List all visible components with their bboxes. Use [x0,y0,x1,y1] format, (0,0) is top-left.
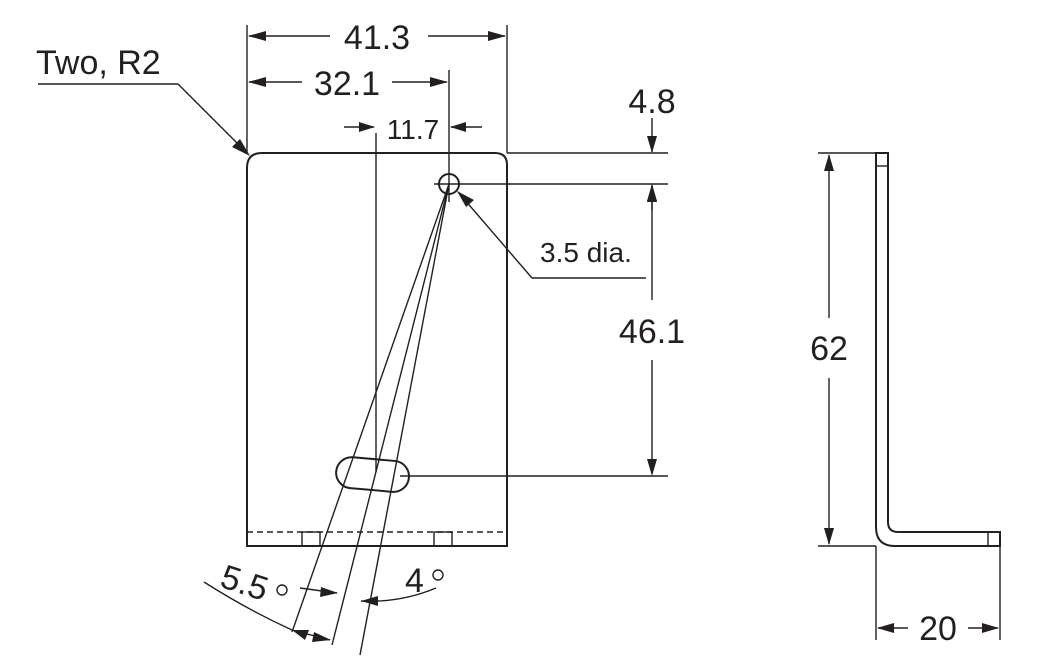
dimension-hole-to-slot: 46.1 [400,185,685,477]
side-profile [875,152,1001,547]
angle-ray-outer [291,183,450,633]
foot-tab-left [301,531,321,547]
dimension-hole-offset: 32.1 [248,65,448,103]
dim-hole-offset-label: 32.1 [314,65,380,103]
side-view [875,152,1001,547]
front-view [246,70,508,656]
dim-foot-side-label: 20 [919,610,957,648]
degree-mark-inner [432,569,444,581]
dimension-slot-offset: 11.7 [344,114,482,145]
foot-tab-right [433,531,453,547]
dim-top-to-hole-label: 4.8 [628,83,675,121]
plate-outline [246,152,508,547]
angle-outer-callout: 5.5 [203,558,331,642]
degree-mark-outer [276,584,288,596]
dimension-height-side: 62 [810,152,876,547]
angle-inner-label: 4 [405,562,424,600]
dim-hole-to-slot-label: 46.1 [619,313,685,351]
hole-diameter-label: 3.5 dia. [540,237,632,268]
dimension-foot-side: 20 [875,546,1001,648]
dim-slot-offset-label: 11.7 [387,114,439,145]
corner-radius-label: Two, R2 [36,44,161,82]
dim-width-total-label: 41.3 [344,19,410,57]
angle-inner-callout: 4 [299,562,444,606]
dim-height-side-label: 62 [810,330,848,368]
angle-outer-label: 5.5 [216,558,273,609]
angle-ray-inner [359,183,450,656]
angle-ray-center [331,183,450,646]
corner-radius-callout: Two, R2 [36,44,250,156]
dimension-width-total: 41.3 [246,19,508,153]
hole-diameter-callout: 3.5 dia. [457,191,646,279]
